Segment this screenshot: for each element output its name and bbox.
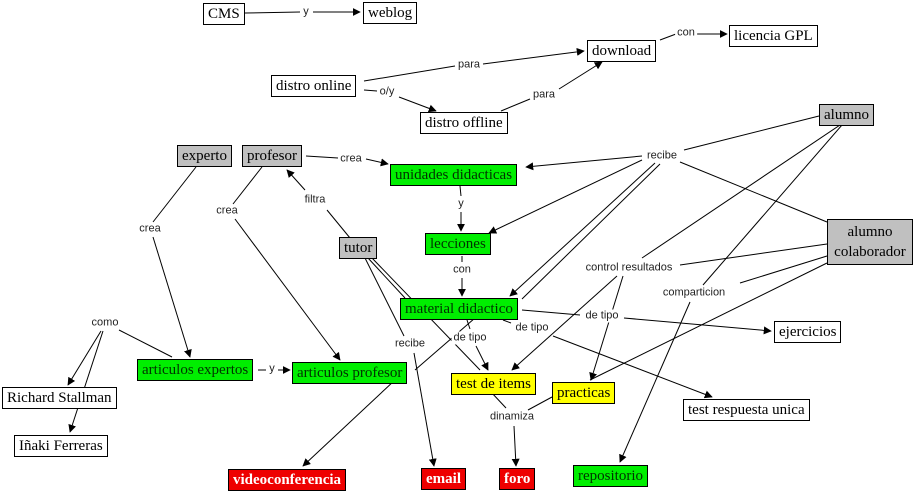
edge-colaborador-comparticion xyxy=(739,255,828,284)
edge-como-articulos xyxy=(118,329,173,358)
edge-label-con-lecciones: con xyxy=(451,263,473,277)
edge-oy-offline xyxy=(398,96,437,113)
edge-detipo1-ejercicios xyxy=(623,317,772,335)
edge-label-de-tipo-trespuesta: de tipo xyxy=(513,321,551,335)
edge-dinamiza-foro xyxy=(511,425,520,467)
edge-label-comparticion: comparticion xyxy=(660,286,728,300)
edge-articulos-profesor-video xyxy=(302,379,396,467)
edge-label-como: como xyxy=(89,316,121,330)
node-tutor[interactable]: tutor xyxy=(339,237,378,259)
node-distro-offline[interactable]: distro offline xyxy=(420,112,508,134)
edge-experto-crea xyxy=(152,166,197,223)
edge-ud-y xyxy=(459,185,462,197)
edge-crea-articulos-expertos xyxy=(152,236,192,358)
edge-profesor-crea xyxy=(305,155,339,159)
edge-material-detipo3 xyxy=(466,319,471,330)
edge-recibe-material-1 xyxy=(509,162,656,297)
edge-online-para xyxy=(363,65,456,82)
node-unidades-didacticas[interactable]: unidades didacticas xyxy=(390,164,518,186)
edge-recibe-email xyxy=(413,352,437,467)
edge-label-y-articulos: y xyxy=(267,362,277,376)
edge-label-de-tipo-ejercicios: de tipo xyxy=(583,309,621,323)
edge-label-para-online: para xyxy=(455,58,483,72)
edge-label-o-y: o/y xyxy=(377,85,397,99)
edge-detipo2-trespuesta xyxy=(552,335,713,399)
edge-label-crea-experto: crea xyxy=(137,222,163,236)
node-alumno-colaborador[interactable]: alumno colaborador xyxy=(827,219,913,265)
edge-como-stallman xyxy=(67,330,102,386)
edge-label-dinamiza: dinamiza xyxy=(487,410,537,424)
node-email[interactable]: email xyxy=(421,468,466,490)
edge-filtra-profesor xyxy=(286,169,306,191)
node-test-de-items[interactable]: test de items xyxy=(451,373,536,395)
edge-colaborador-control xyxy=(679,243,828,266)
node-practicas[interactable]: practicas xyxy=(552,382,616,404)
edge-alumno-control xyxy=(641,124,841,259)
edge-recibe-colaborador xyxy=(679,161,828,223)
node-ejercicios[interactable]: ejercicios xyxy=(774,321,842,343)
edge-recibe-ud xyxy=(525,155,643,171)
edge-label-para-offline: para xyxy=(530,88,558,102)
node-repositorio[interactable]: repositorio xyxy=(573,465,648,487)
edge-label-filtra: filtra xyxy=(302,193,328,207)
node-licencia-gpl[interactable]: licencia GPL xyxy=(729,25,818,47)
node-alumno[interactable]: alumno xyxy=(819,104,874,126)
node-videoconferencia[interactable]: videoconferencia xyxy=(228,469,347,491)
node-inaki-ferreras[interactable]: Iñaki Ferreras xyxy=(14,435,108,457)
node-foro[interactable]: foro xyxy=(499,468,536,490)
edge-tutor-material xyxy=(367,257,406,299)
edge-recibe-material-2 xyxy=(521,163,661,300)
edge-label-de-tipo-items: de tipo xyxy=(451,331,489,345)
edge-label-control-resultados: control resultados xyxy=(583,261,675,275)
node-articulos-expertos[interactable]: articulos expertos xyxy=(137,359,254,381)
edge-comparticion-repositorio xyxy=(619,301,691,463)
edge-recibe-lecciones xyxy=(488,159,643,234)
edge-material-articulos-profesor xyxy=(414,317,476,371)
edge-offline-para xyxy=(500,98,531,112)
edge-label-con-download: con xyxy=(675,26,697,40)
edge-profesor-crea2 xyxy=(232,166,263,205)
edge-tutor-filtra xyxy=(326,209,351,239)
node-richard-stallman[interactable]: Richard Stallman xyxy=(2,387,117,409)
edge-control-practicas xyxy=(589,275,624,381)
edge-colaborador-practicas xyxy=(589,262,828,381)
node-test-respuesta-unica[interactable]: test respuesta unica xyxy=(683,399,810,421)
node-cms[interactable]: CMS xyxy=(203,3,245,25)
edge-label-y-ud: y xyxy=(456,197,466,211)
node-lecciones[interactable]: lecciones xyxy=(425,233,491,255)
node-experto[interactable]: experto xyxy=(177,145,232,167)
edge-alumno-recibe xyxy=(683,115,820,151)
edge-crea2-articulos-profesor xyxy=(234,218,341,361)
edge-para2-download xyxy=(558,61,603,90)
edge-practicas-dinamiza xyxy=(527,396,553,411)
node-distro-online[interactable]: distro online xyxy=(271,75,357,97)
node-weblog[interactable]: weblog xyxy=(363,2,418,24)
edge-download-con xyxy=(659,33,677,41)
edge-material-detipo1 xyxy=(521,309,581,316)
edge-label-recibe-tutor: recibe xyxy=(393,337,427,351)
edge-cms-y xyxy=(244,11,301,14)
node-profesor[interactable]: profesor xyxy=(242,145,302,167)
edge-label-crea-profesor-art: crea xyxy=(214,204,240,218)
edge-detipo3-items xyxy=(475,345,489,371)
edge-crea-ud xyxy=(365,158,389,167)
node-articulos-profesor[interactable]: articulos profesor xyxy=(292,362,408,384)
node-material-didactico[interactable]: material didactico xyxy=(400,298,518,320)
edge-control-items xyxy=(511,275,618,371)
edge-material-detipo2 xyxy=(502,319,512,324)
edge-como-inaki xyxy=(68,330,104,433)
edge-tutor-email xyxy=(364,257,405,337)
edge-para-download xyxy=(482,47,585,65)
edge-label-recibe-alumno: recibe xyxy=(645,149,679,163)
edge-label-y-cms: y xyxy=(301,5,311,19)
edge-label-crea-profesor-ud: crea xyxy=(338,152,364,166)
edge-online-oy xyxy=(363,89,378,92)
node-download[interactable]: download xyxy=(587,40,657,62)
edge-alumno-comparticion xyxy=(702,124,843,286)
